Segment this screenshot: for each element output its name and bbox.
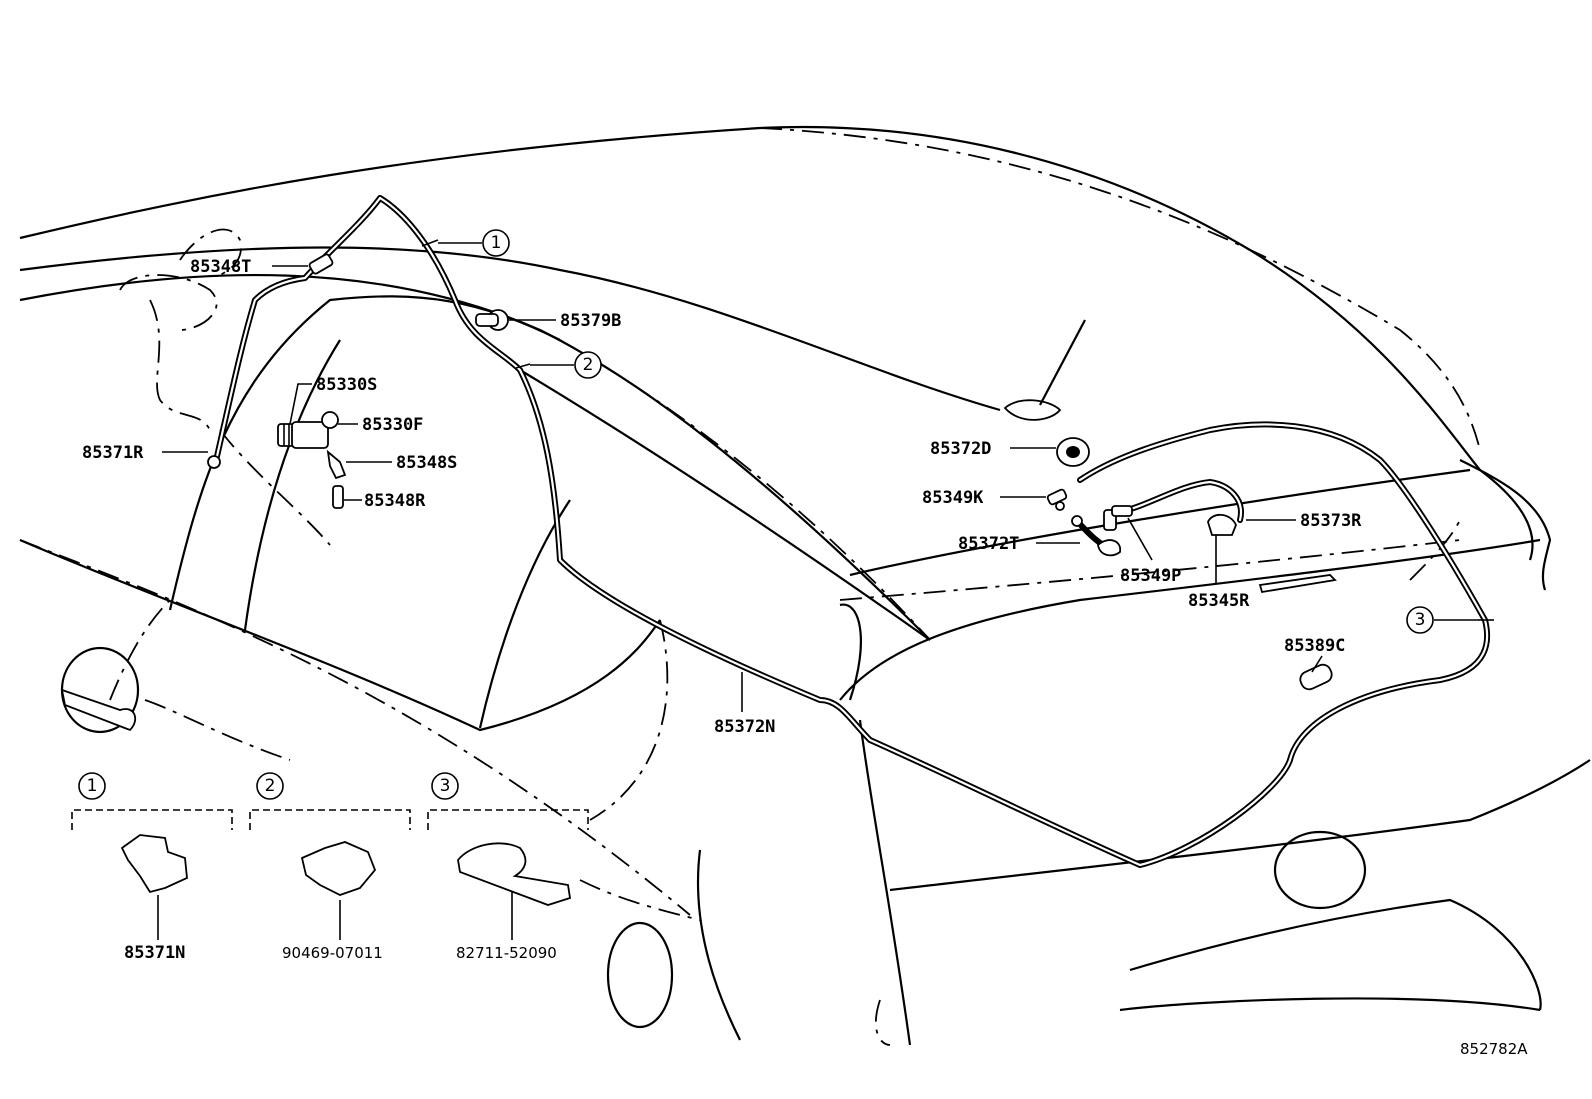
- legend: 1 85371N 2 90469-07011 3 82711-52090: [71, 772, 589, 963]
- part-shapes: [207, 239, 1494, 691]
- svg-text:3: 3: [440, 776, 451, 796]
- svg-text:1: 1: [87, 776, 98, 796]
- label-85379B: 85379B: [560, 311, 621, 331]
- callout-3-on-hose: 3: [1406, 606, 1434, 634]
- legend-item-1: 1 85371N: [71, 772, 233, 963]
- clip-82711-shape: [457, 842, 572, 906]
- label-85345R: 85345R: [1188, 591, 1250, 611]
- vehicle-hidden-lines: [19, 127, 1481, 1046]
- roof-antenna: [1003, 319, 1086, 421]
- legend-callout-3: 3: [431, 772, 459, 800]
- legend-item-2: 2 90469-07011: [249, 772, 411, 962]
- clip-85371n-shape: [120, 834, 188, 894]
- label-85371R: 85371R: [82, 443, 144, 463]
- clamp-90469-shape: [300, 841, 377, 896]
- legend-part-85371N: 85371N: [124, 943, 185, 963]
- legend-part-82711-52090: 82711-52090: [456, 944, 557, 962]
- svg-text:2: 2: [583, 355, 594, 375]
- washer-hose-85372n: [212, 195, 1491, 868]
- label-85372D: 85372D: [930, 439, 991, 459]
- svg-text:1: 1: [491, 233, 502, 253]
- legend-callout-2: 2: [256, 772, 284, 800]
- label-85372N: 85372N: [714, 717, 775, 737]
- part-labels: 85348T 85379B 85330S 85330F 85348S 85348…: [82, 257, 1362, 737]
- label-85348R: 85348R: [364, 491, 426, 511]
- callout-2-on-hose: 2: [574, 351, 602, 379]
- label-85373R: 85373R: [1300, 511, 1362, 531]
- door-handle: [60, 646, 140, 734]
- label-85348S: 85348S: [396, 453, 457, 473]
- label-85372T: 85372T: [958, 534, 1019, 554]
- label-85389C: 85389C: [1284, 636, 1345, 656]
- svg-text:3: 3: [1415, 610, 1426, 630]
- callout-1-on-hose: 1: [482, 229, 510, 257]
- svg-text:2: 2: [265, 776, 276, 796]
- legend-item-3: 3 82711-52090: [427, 772, 589, 962]
- label-85349K: 85349K: [922, 488, 984, 508]
- label-85330F: 85330F: [362, 415, 423, 435]
- label-85348T: 85348T: [190, 257, 251, 277]
- leader-lines: [157, 242, 1478, 940]
- legend-part-90469-07011: 90469-07011: [282, 944, 383, 962]
- vehicle-body-outline: [19, 125, 1591, 1046]
- label-85330S: 85330S: [316, 375, 377, 395]
- label-85349P: 85349P: [1120, 566, 1181, 586]
- legend-callout-1: 1: [78, 772, 106, 800]
- diagram-code: 852782A: [1460, 1040, 1528, 1058]
